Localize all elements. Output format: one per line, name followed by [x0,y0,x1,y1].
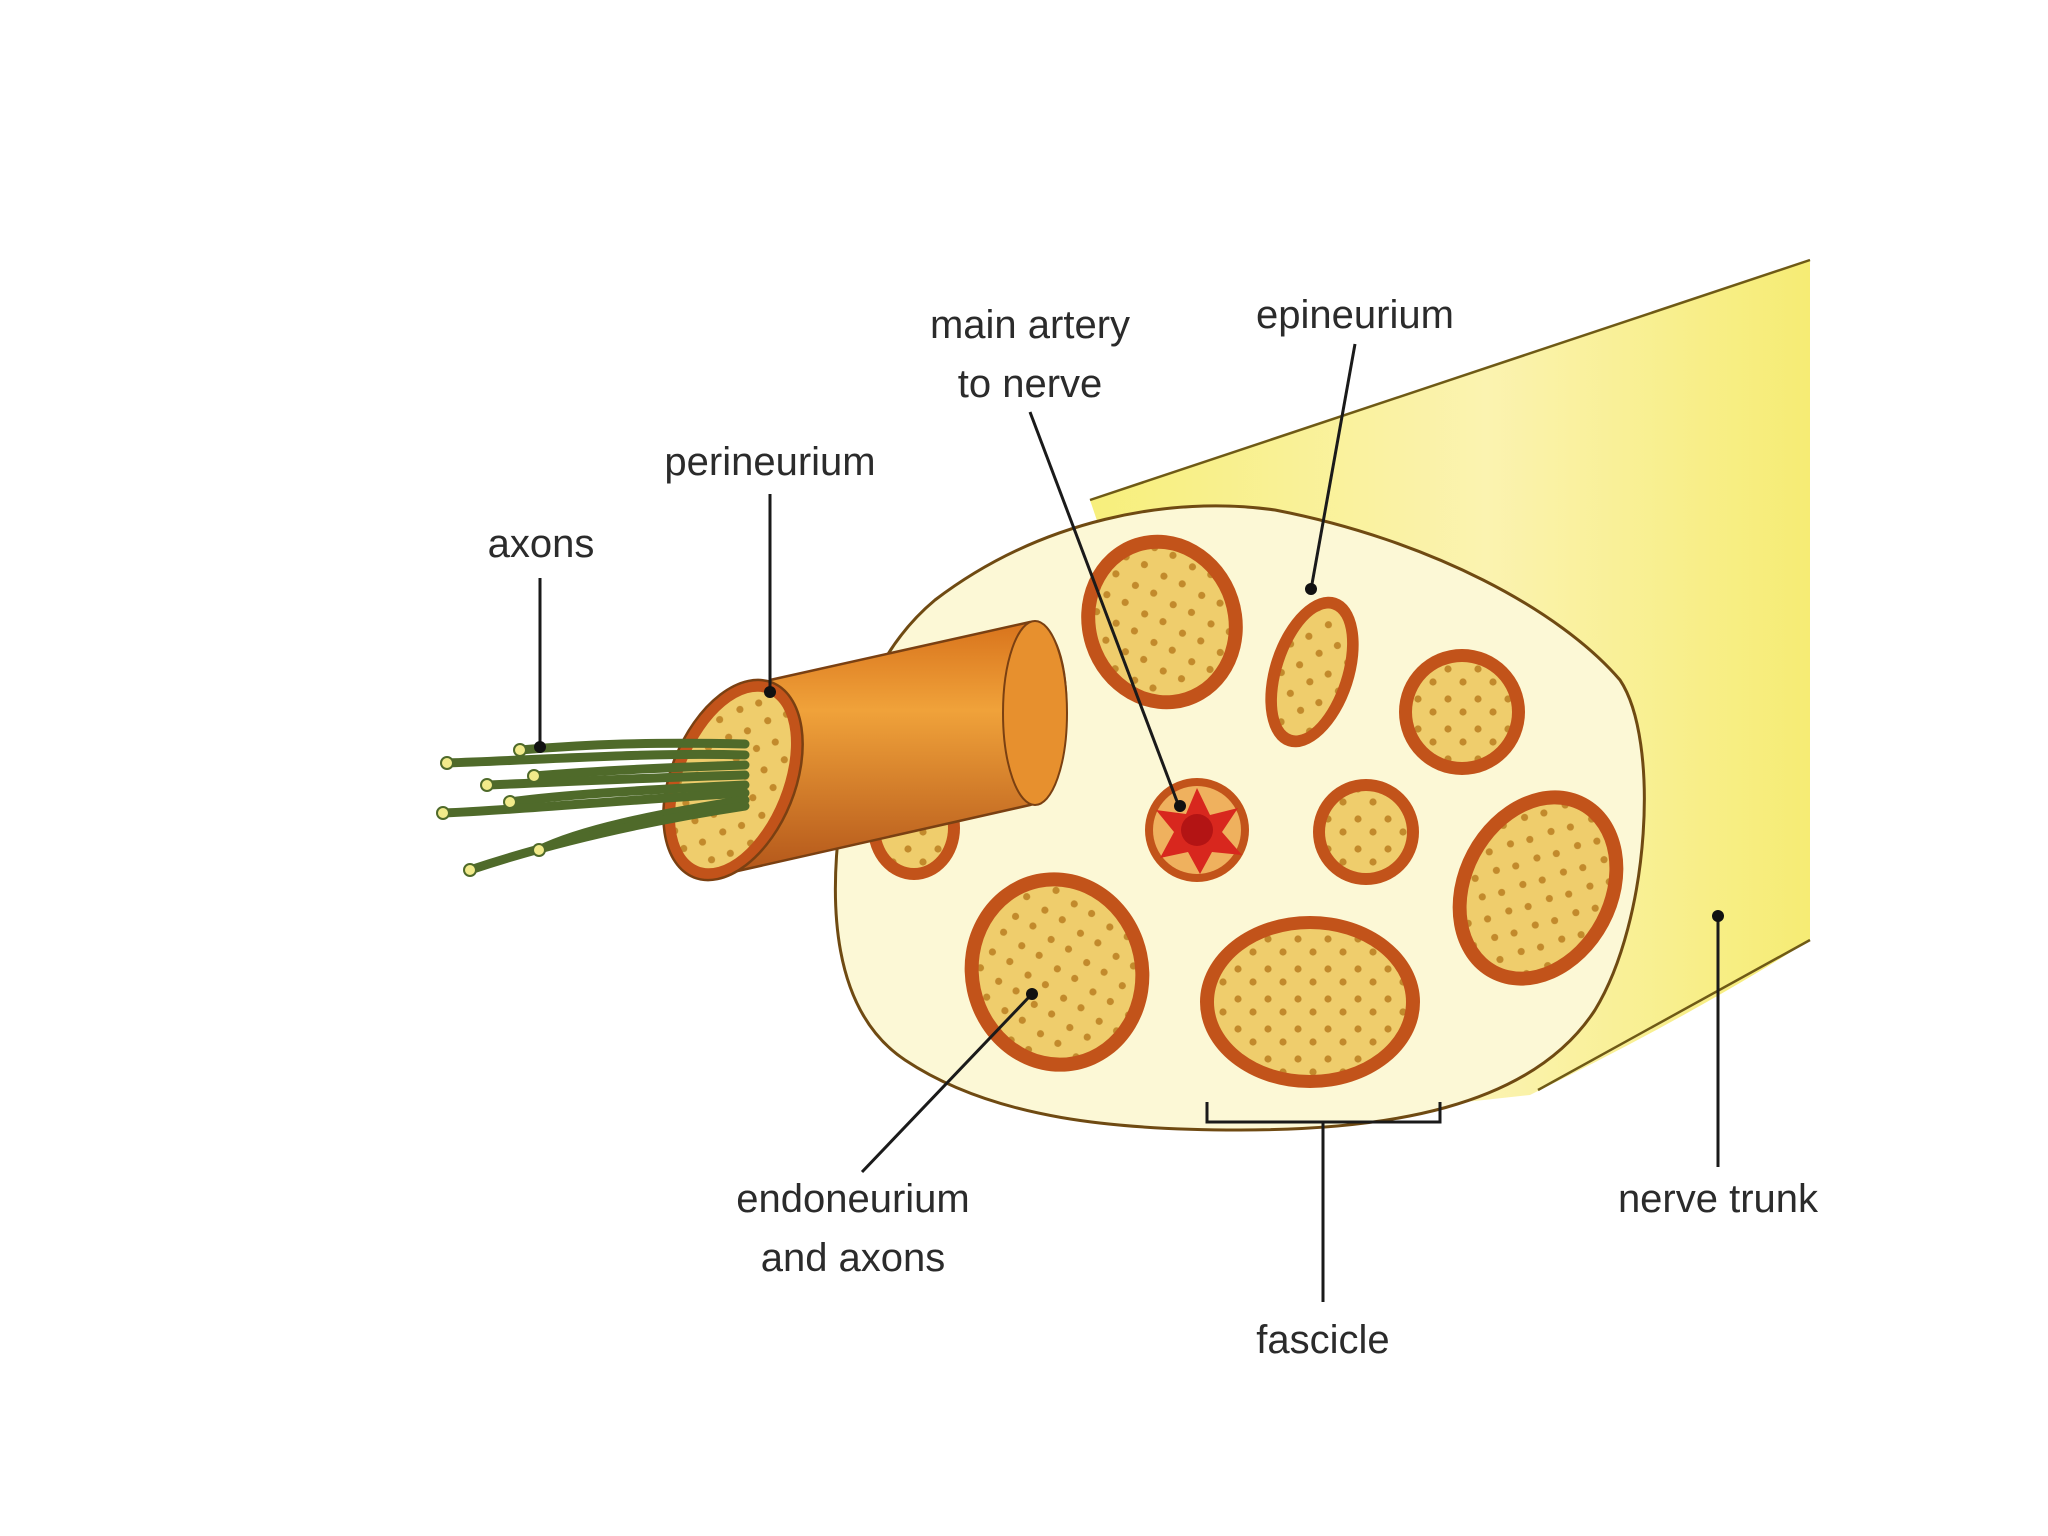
axon-end [527,769,541,783]
leader-perineurium [764,494,776,698]
leader-nerve-trunk [1712,910,1724,1167]
label-endoneurium-line1: endoneurium [736,1177,970,1221]
label-main-artery-line2: to nerve [958,362,1103,406]
fascicle [1200,916,1420,1088]
leader-axons [534,578,546,753]
axon-end [503,795,517,809]
fascicle [1313,779,1419,885]
label-axons: axons [488,522,595,566]
nerve-trunk-edge [1089,258,1811,502]
fascicle [1452,790,1624,986]
fascicle [964,872,1150,1072]
fascicle [1265,596,1359,748]
label-endoneurium-line2: and axons [761,1236,946,1280]
label-epineurium: epineurium [1256,293,1454,337]
leader-endoneurium [860,988,1038,1174]
label-main-artery-line1: main artery [930,303,1130,347]
axon-end [532,843,546,857]
axon-end [513,743,527,757]
fascicle [1081,534,1243,710]
leader-main-artery [1028,411,1186,812]
axon-end [436,806,450,820]
axon-end [480,778,494,792]
fascicle [1399,649,1525,775]
label-nerve-trunk: nerve trunk [1618,1177,1819,1221]
axon-end [463,863,477,877]
axon-strands [436,738,750,877]
fascicle-bracket [1205,1102,1442,1302]
label-fascicle: fascicle [1256,1318,1389,1362]
leader-epineurium [1305,343,1357,595]
label-perineurium: perineurium [664,440,875,484]
nerve-trunk-edge [1537,938,1811,1092]
main-artery [1145,778,1249,882]
axon-end [440,756,454,770]
